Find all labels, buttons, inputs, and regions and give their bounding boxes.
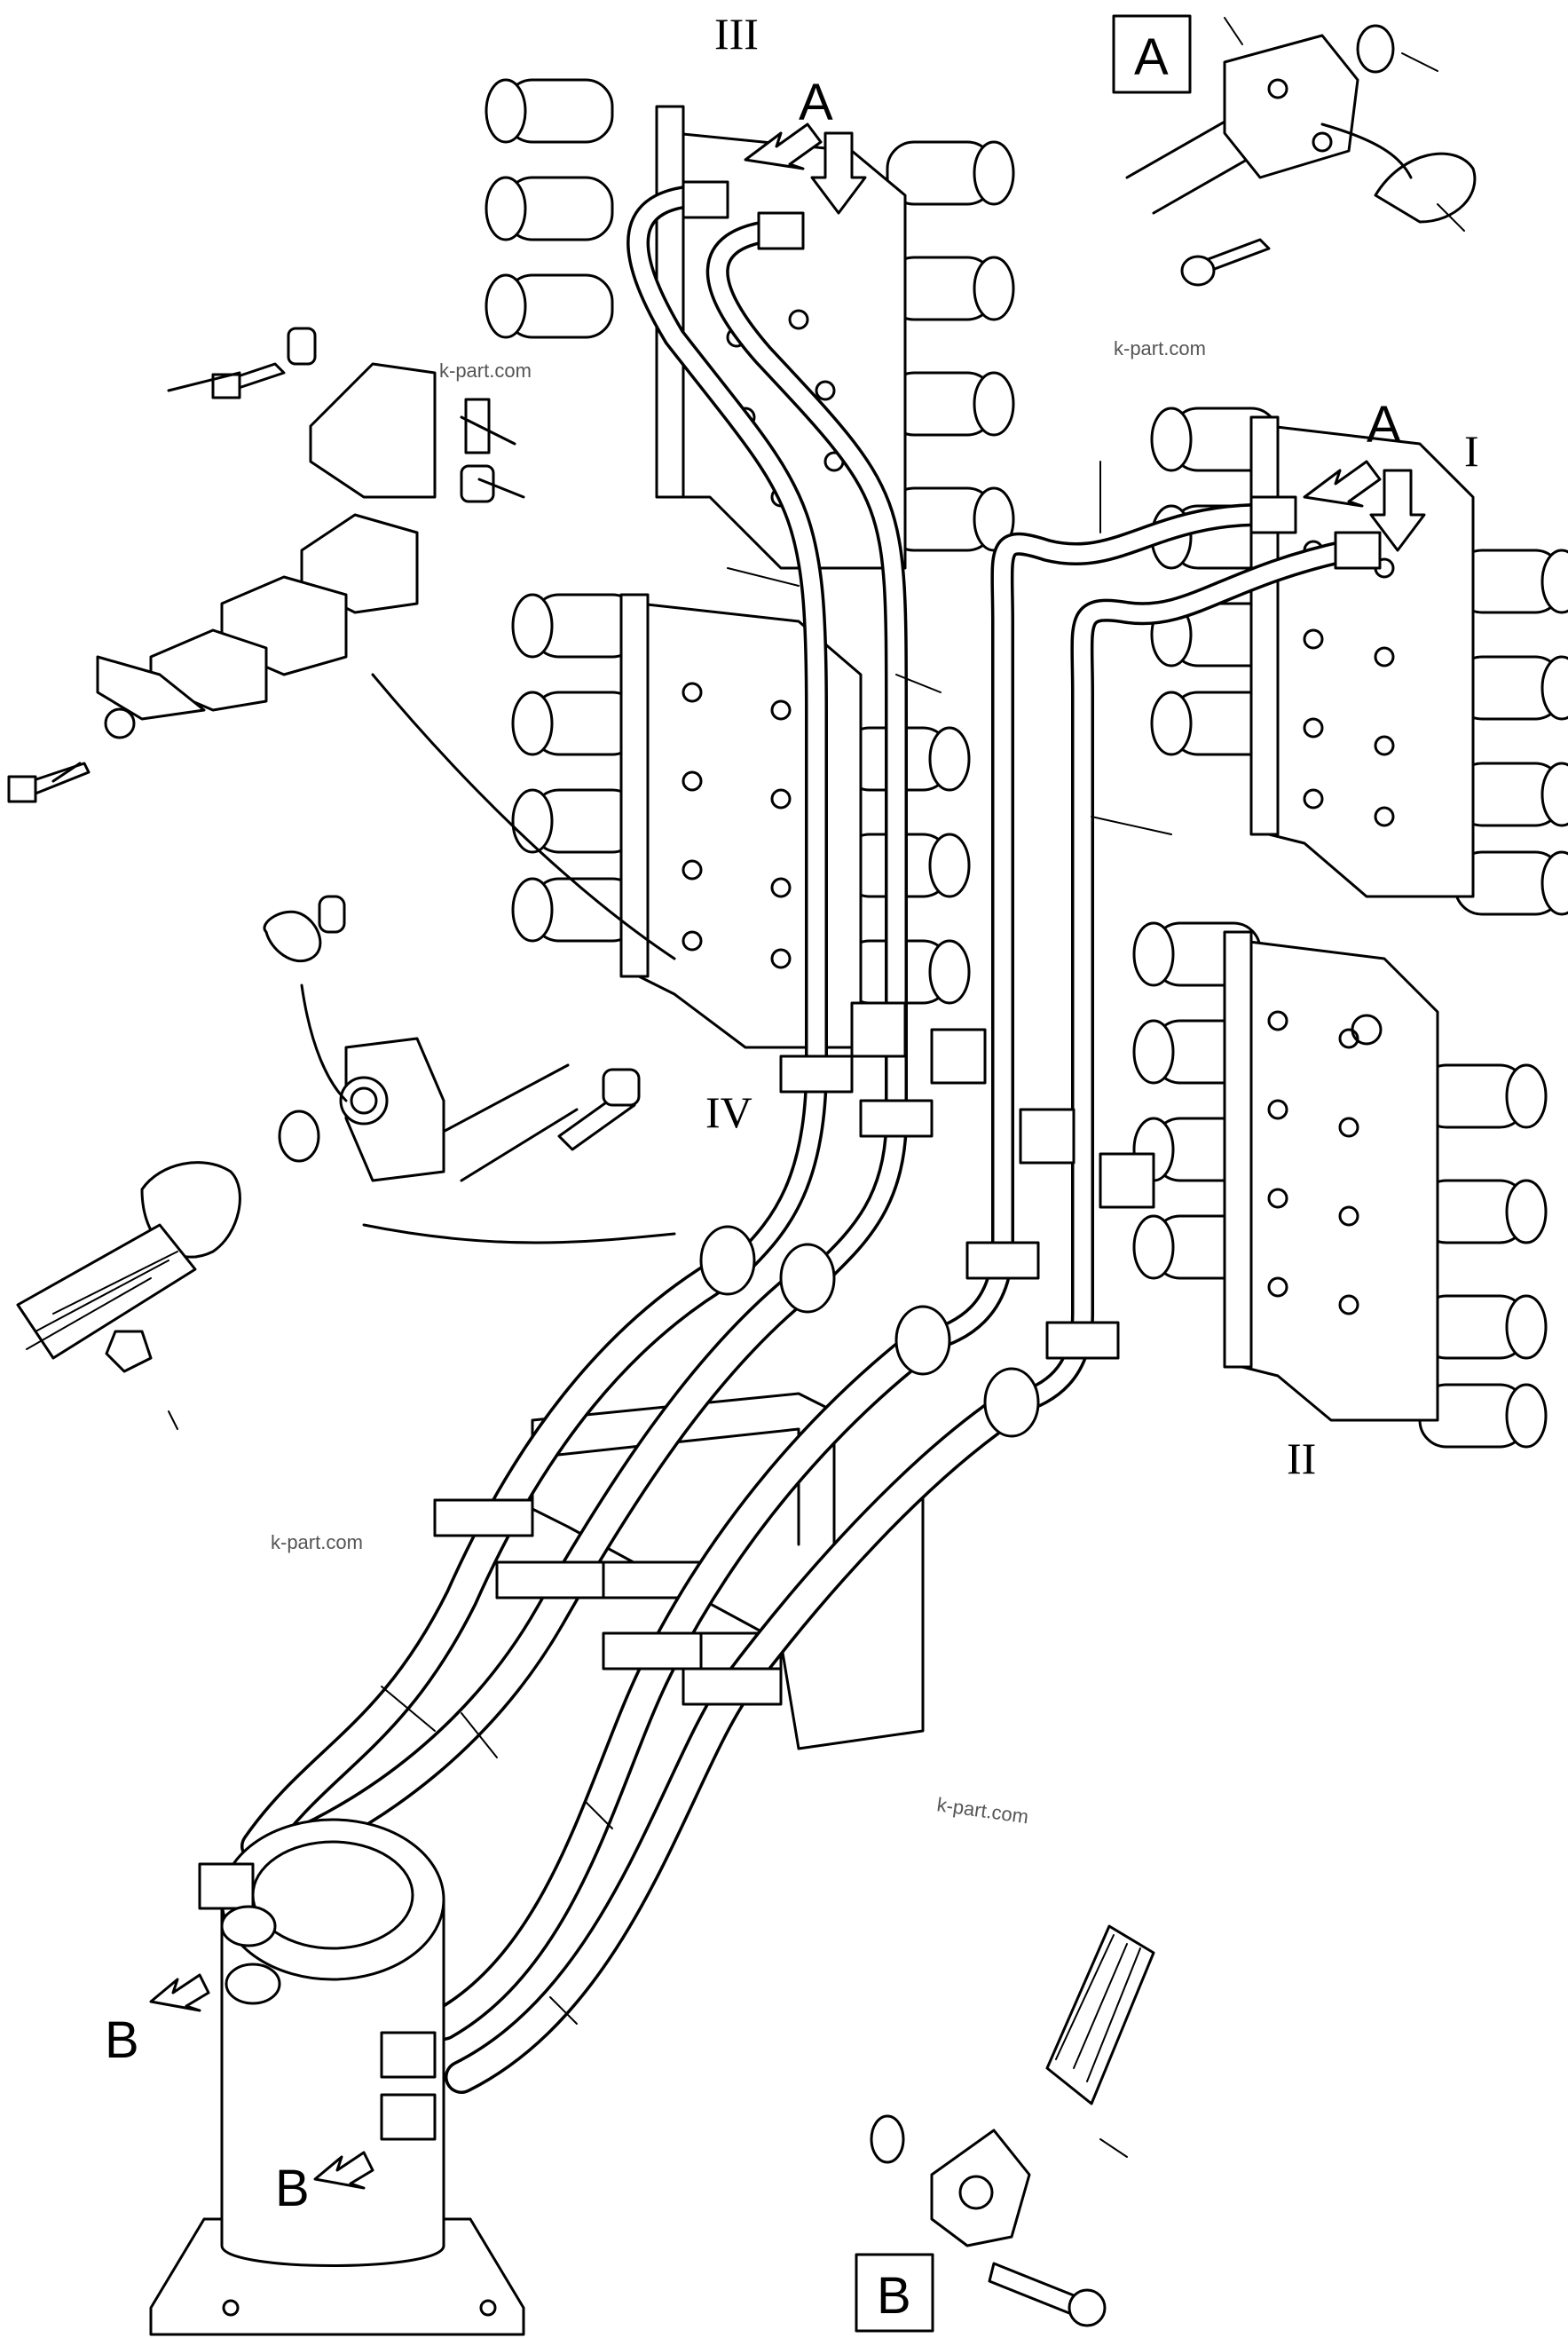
flange-exploded-detail bbox=[16, 895, 641, 1373]
valve-block-ii bbox=[1132, 921, 1548, 1449]
watermark: k-part.com bbox=[1114, 337, 1206, 359]
view-arrow-a-valve-iii: A bbox=[799, 74, 833, 131]
valve-label-iii: III bbox=[714, 9, 759, 59]
watermark: k-part.com bbox=[935, 1793, 1029, 1828]
detail-box-a: A bbox=[1112, 14, 1192, 94]
detail-box-b: B bbox=[855, 2253, 934, 2333]
valve-label-i: I bbox=[1464, 426, 1479, 476]
detail-a bbox=[1125, 24, 1477, 287]
watermark: k-part.com bbox=[271, 1531, 363, 1553]
view-arrow-b-upper: B bbox=[105, 2011, 139, 2069]
leader-lines bbox=[168, 17, 1465, 2158]
pipe-clamps bbox=[779, 1001, 1155, 1360]
view-arrow-a-valve-i: A bbox=[1367, 396, 1401, 454]
detail-b bbox=[870, 1924, 1155, 2327]
view-arrow-b-lower: B bbox=[275, 2160, 310, 2217]
view-arrows bbox=[149, 122, 1426, 2190]
valve-label-ii: II bbox=[1287, 1434, 1316, 1483]
watermark: k-part.com bbox=[439, 359, 532, 382]
valve-label-iv: IV bbox=[705, 1087, 752, 1137]
detail-leader-curves bbox=[300, 122, 1413, 1244]
swivel-joint bbox=[149, 1818, 525, 2336]
svg-text:A: A bbox=[1134, 28, 1169, 86]
svg-text:B: B bbox=[877, 2267, 911, 2325]
clamp-exploded-detail bbox=[7, 327, 525, 803]
steel-pipes-valve-iii bbox=[626, 180, 908, 1290]
hose-clamps bbox=[433, 1498, 783, 1706]
steel-pipes-valve-i bbox=[920, 495, 1382, 1414]
